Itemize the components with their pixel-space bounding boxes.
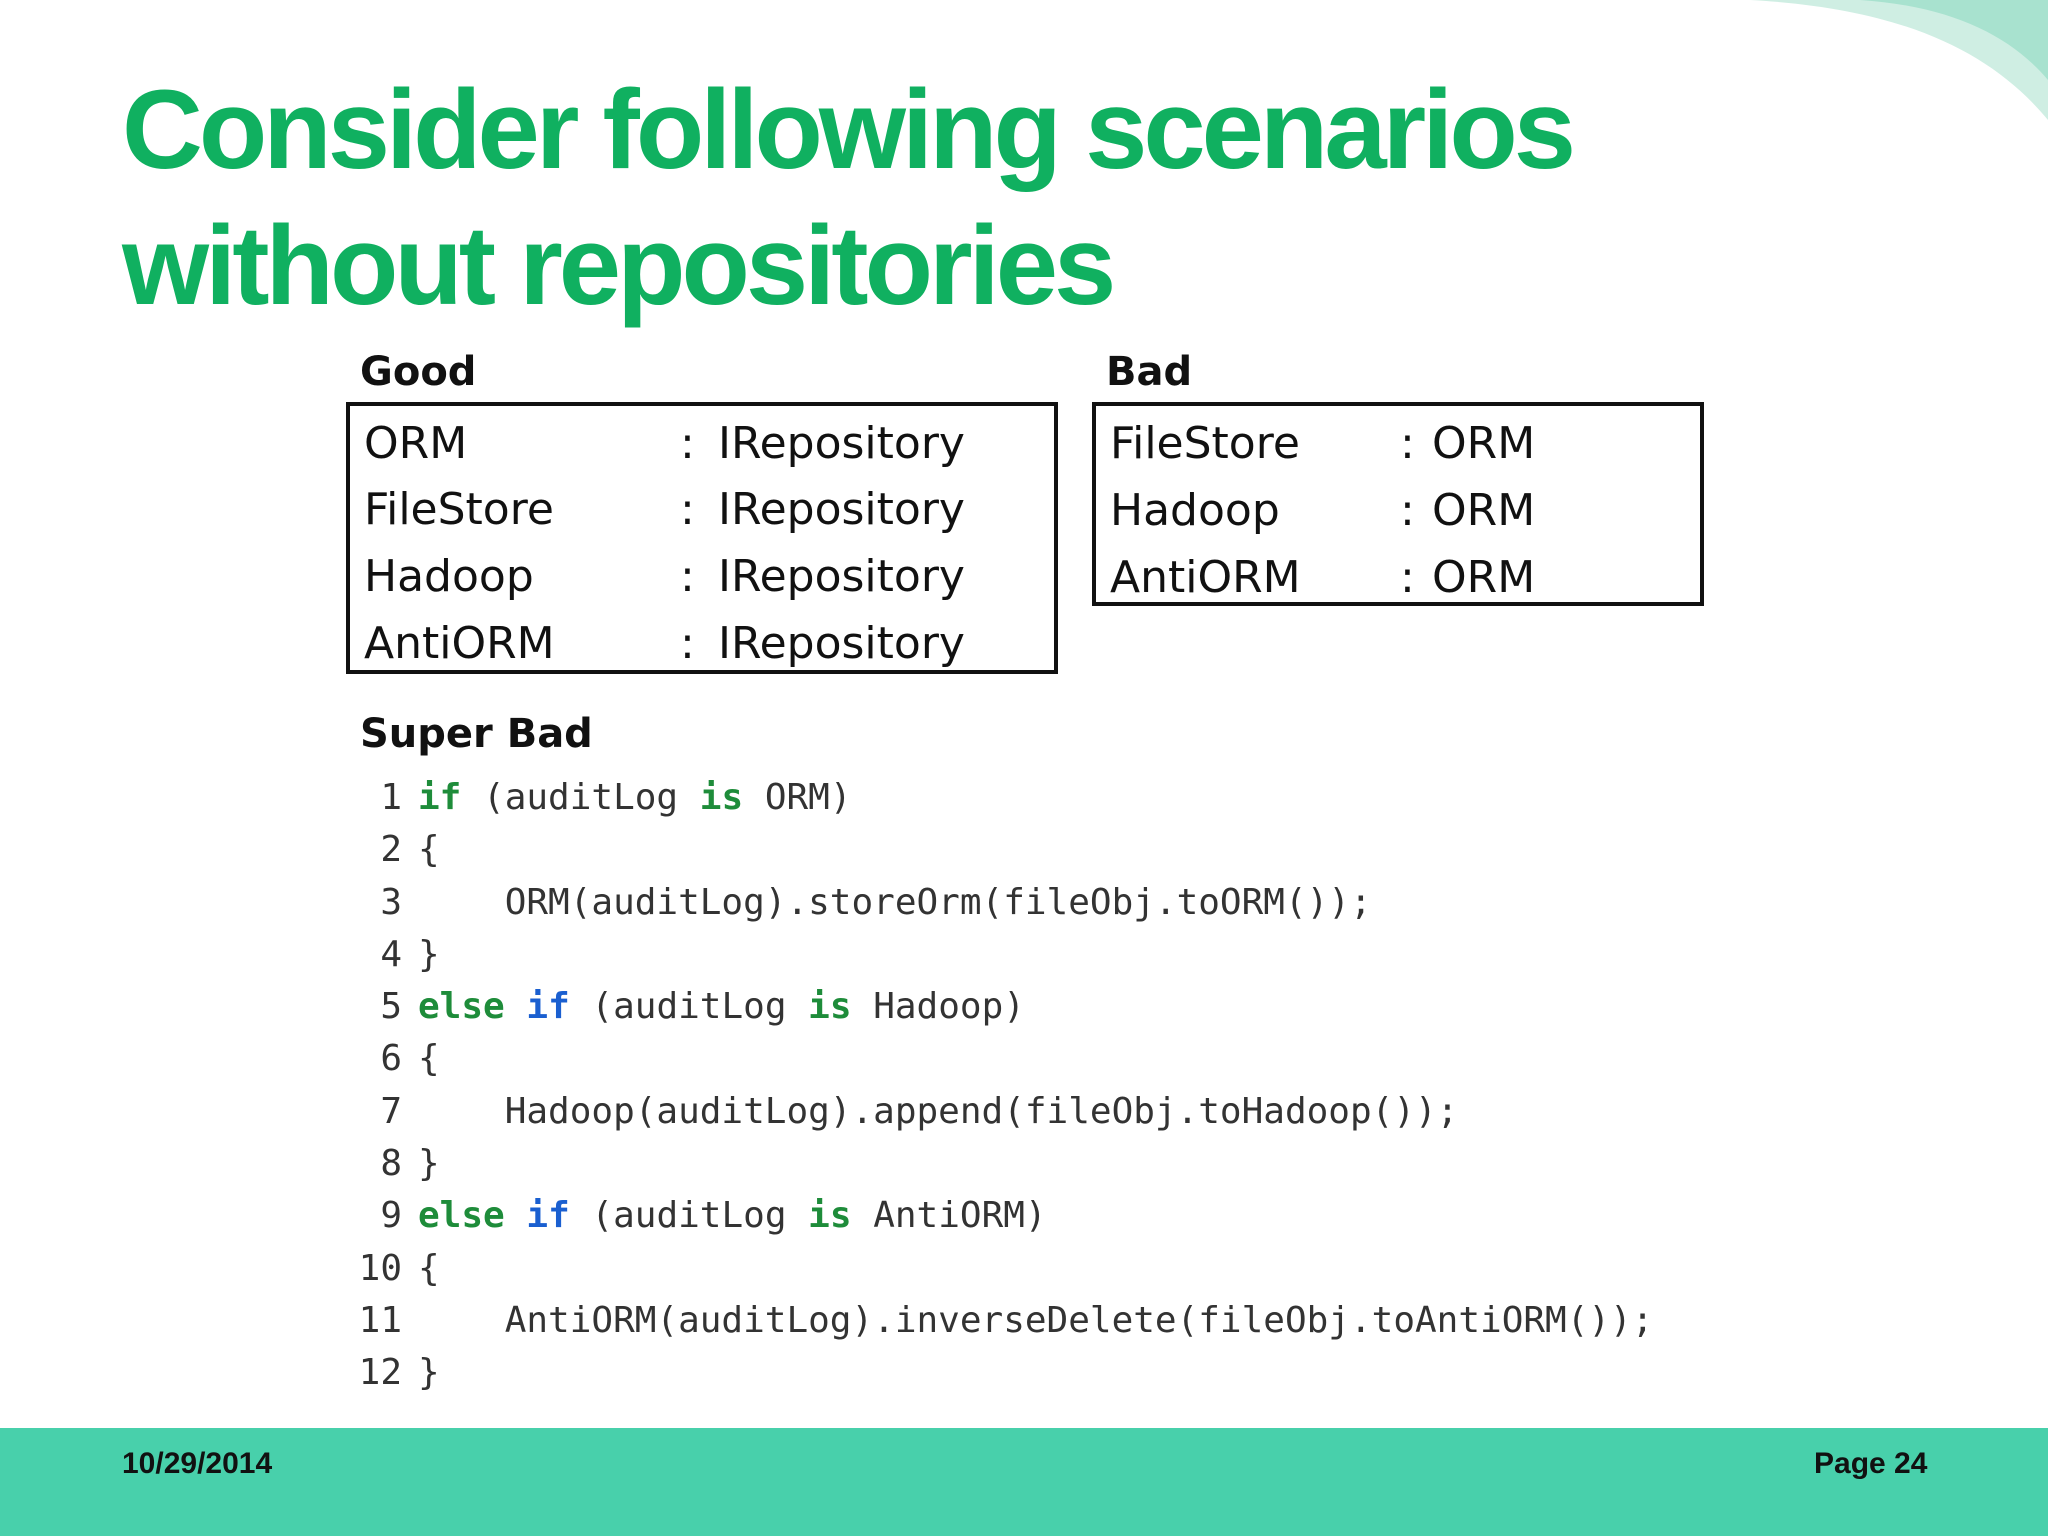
- code-token: }: [418, 933, 440, 975]
- good-row-base: IRepository: [718, 551, 965, 602]
- bad-row-base: ORM: [1432, 485, 1536, 536]
- code-keyword: is: [699, 777, 744, 818]
- good-row-colon: :: [680, 418, 695, 469]
- code-line: 5 else if (auditLog is Hadoop): [352, 981, 1752, 1033]
- good-row-colon: :: [680, 484, 695, 535]
- code-line-text: Hadoop(auditLog).append(fileObj.toHadoop…: [418, 1086, 1459, 1138]
- good-mapping-box: ORM : IRepository FileStore : IRepositor…: [346, 402, 1058, 674]
- code-line: 11 AntiORM(auditLog).inverseDelete(fileO…: [352, 1295, 1752, 1347]
- code-line-number: 1: [380, 777, 402, 818]
- code-token: ORM): [743, 777, 852, 818]
- code-token: }: [418, 1352, 440, 1394]
- code-token: AntiORM): [851, 1195, 1047, 1237]
- code-line-number: 12: [358, 1352, 402, 1394]
- code-line: 8}: [352, 1138, 1752, 1190]
- good-row-base: IRepository: [718, 418, 965, 469]
- bad-mapping-box: FileStore : ORM Hadoop : ORM AntiORM : O…: [1092, 402, 1704, 606]
- code-keyword: else: [418, 1195, 505, 1237]
- good-row-base: IRepository: [718, 618, 965, 669]
- code-keyword: if: [526, 986, 570, 1028]
- code-line-number: 8: [380, 1143, 402, 1185]
- code-line: 4}: [352, 929, 1752, 981]
- code-line: 10 {: [352, 1243, 1752, 1295]
- code-line-number: 5: [380, 986, 402, 1028]
- bad-row-base: ORM: [1432, 418, 1536, 469]
- bad-row-class: Hadoop: [1110, 485, 1280, 536]
- code-token: AntiORM(auditLog).inverseDelete(fileObj.…: [418, 1299, 1654, 1341]
- code-line-number: 11: [358, 1299, 402, 1341]
- code-token: {: [418, 1247, 440, 1289]
- good-row-class: ORM: [364, 418, 468, 469]
- bad-heading: Bad: [1106, 349, 1193, 395]
- code-token: {: [418, 829, 440, 871]
- code-token: }: [418, 1143, 440, 1185]
- code-line: 3 ORM(auditLog).storeOrm(fileObj.toORM()…: [352, 877, 1752, 929]
- code-line-number: 6: [380, 1038, 402, 1080]
- code-line-text: }: [418, 929, 440, 981]
- code-line-text: }: [418, 1347, 440, 1399]
- code-line-text: else if (auditLog is AntiORM): [418, 1190, 1047, 1242]
- code-line: 6{: [352, 1033, 1752, 1085]
- code-line-number: 9: [380, 1195, 402, 1237]
- good-heading: Good: [360, 349, 477, 395]
- good-row-colon: :: [680, 618, 695, 669]
- code-keyword: else: [418, 986, 505, 1028]
- code-line-text: else if (auditLog is Hadoop): [418, 981, 1025, 1033]
- code-token: Hadoop): [851, 986, 1025, 1028]
- good-row-base: IRepository: [718, 484, 965, 535]
- good-row-class: Hadoop: [364, 551, 534, 602]
- code-keyword: is: [808, 986, 852, 1028]
- code-line: 9 else if (auditLog is AntiORM): [352, 1190, 1752, 1242]
- bad-row-class: AntiORM: [1110, 552, 1301, 603]
- code-line-number: 3: [380, 881, 402, 923]
- slide-title-line-2: without repositories: [122, 203, 1116, 328]
- bad-row-colon: :: [1400, 552, 1415, 603]
- code-line: 12}: [352, 1347, 1752, 1399]
- bad-row-base: ORM: [1432, 552, 1536, 603]
- code-token: [505, 986, 527, 1027]
- super-bad-heading: Super Bad: [360, 711, 593, 757]
- slide-title-line-1: Consider following scenarios: [122, 67, 1576, 192]
- bad-row-colon: :: [1400, 485, 1415, 536]
- code-token: ORM(auditLog).storeOrm(fileObj.toORM());: [418, 881, 1372, 923]
- code-line-text: {: [418, 1243, 440, 1295]
- code-token: (auditLog: [569, 1195, 809, 1237]
- code-line-text: {: [418, 1033, 440, 1085]
- code-keyword: if: [526, 1195, 570, 1237]
- bad-row-colon: :: [1400, 418, 1415, 469]
- good-row-colon: :: [680, 551, 695, 602]
- slide-title: Consider following scenarios without rep…: [122, 62, 1722, 334]
- code-token: (auditLog: [569, 986, 809, 1028]
- code-line-text: {: [418, 824, 440, 876]
- code-line-number: 10: [358, 1247, 402, 1289]
- code-line: 1 if (auditLog is ORM): [352, 772, 1752, 824]
- code-line-text: AntiORM(auditLog).inverseDelete(fileObj.…: [418, 1295, 1654, 1347]
- good-row-class: FileStore: [364, 484, 554, 535]
- bad-row-class: FileStore: [1110, 418, 1300, 469]
- code-keyword: is: [808, 1195, 852, 1237]
- footer-date: 10/29/2014: [122, 1447, 273, 1480]
- code-line-text: ORM(auditLog).storeOrm(fileObj.toORM());: [418, 877, 1372, 929]
- code-line-number: 2: [380, 829, 402, 871]
- code-line: 2{: [352, 824, 1752, 876]
- code-token: (auditLog: [461, 777, 700, 818]
- code-keyword: if: [418, 777, 462, 818]
- code-line-number: 7: [380, 1090, 402, 1132]
- code-line-text: }: [418, 1138, 440, 1190]
- code-token: Hadoop(auditLog).append(fileObj.toHadoop…: [418, 1090, 1459, 1132]
- footer-bar: [0, 1428, 2048, 1536]
- code-line-number: 4: [380, 933, 402, 975]
- good-row-class: AntiORM: [364, 618, 555, 669]
- footer-page-number: Page 24: [1814, 1447, 1928, 1480]
- code-line: 7 Hadoop(auditLog).append(fileObj.toHado…: [352, 1086, 1752, 1138]
- code-token: {: [418, 1038, 440, 1080]
- code-token: [505, 1195, 527, 1236]
- code-line-text: if (auditLog is ORM): [418, 772, 852, 824]
